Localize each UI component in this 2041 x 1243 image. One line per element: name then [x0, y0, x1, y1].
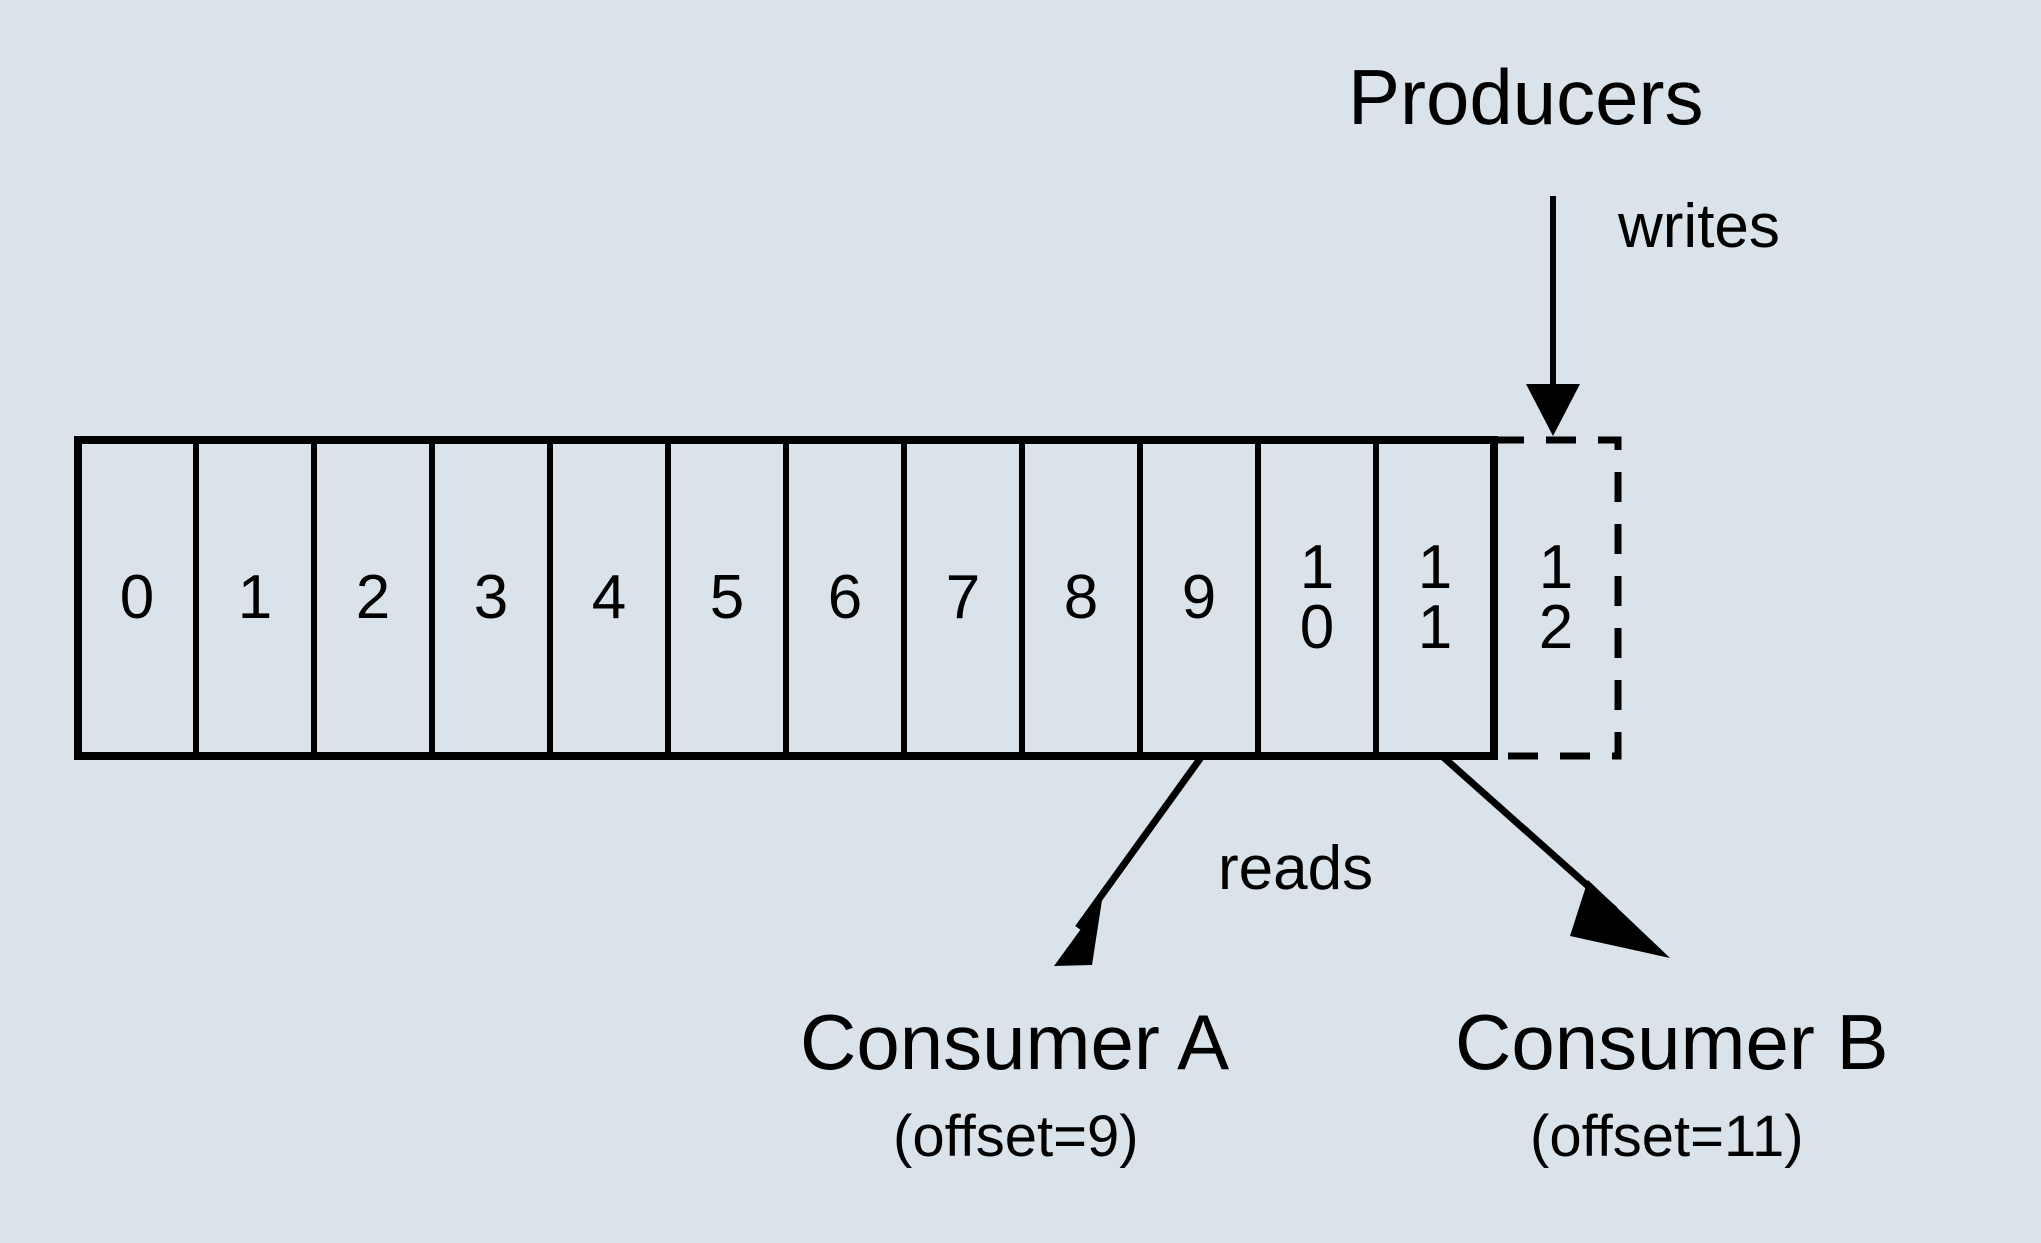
log-cell-6[interactable]: 6	[786, 440, 904, 756]
consumer-b-label: Consumer B	[1455, 998, 1889, 1086]
log-cell-label: 9	[1181, 563, 1217, 633]
log-cell-label: 2	[355, 563, 391, 633]
log-cell-label: 0	[119, 563, 155, 633]
log-cell-11[interactable]: 1 1	[1376, 440, 1494, 756]
log-cell-label: 7	[945, 563, 981, 633]
log-cell-12-pending[interactable]: 1 2	[1494, 440, 1618, 756]
log-cell-label: 1 1	[1417, 533, 1453, 662]
producers-label: Producers	[1348, 53, 1704, 141]
consumer-b-offset-label: (offset=11)	[1530, 1104, 1804, 1169]
log-cell-label: 5	[709, 563, 745, 633]
consumer-a-offset-label: (offset=9)	[893, 1104, 1139, 1169]
log-cell-0[interactable]: 0	[78, 440, 196, 756]
log-cell-2[interactable]: 2	[314, 440, 432, 756]
log-cell-dividers	[193, 440, 1379, 756]
log-cell-label: 8	[1063, 563, 1099, 633]
log-cell-4[interactable]: 4	[550, 440, 668, 756]
writes-arrow	[1526, 196, 1580, 436]
reads-label: reads	[1218, 834, 1374, 903]
log-cell-label: 4	[591, 563, 627, 633]
log-cell-1[interactable]: 1	[196, 440, 314, 756]
writes-label: writes	[1618, 192, 1780, 261]
log-cell-7[interactable]: 7	[904, 440, 1022, 756]
reads-arrow-consumer-b	[1439, 753, 1670, 958]
log-cell-label: 1	[237, 563, 273, 633]
log-cell-10[interactable]: 1 0	[1258, 440, 1376, 756]
log-cell-label: 6	[827, 563, 863, 633]
log-cell-label: 1 0	[1299, 533, 1335, 662]
log-cell-label: 3	[473, 563, 509, 633]
reads-arrow-consumer-a	[1054, 753, 1205, 966]
pending-cell-outline	[1490, 436, 1622, 760]
log-cell-9[interactable]: 9	[1140, 440, 1258, 756]
log-cell-5[interactable]: 5	[668, 440, 786, 756]
consumer-a-label: Consumer A	[800, 998, 1230, 1086]
log-cell-label: 1 2	[1538, 533, 1574, 662]
log-cell-3[interactable]: 3	[432, 440, 550, 756]
log-cell-8[interactable]: 8	[1022, 440, 1140, 756]
